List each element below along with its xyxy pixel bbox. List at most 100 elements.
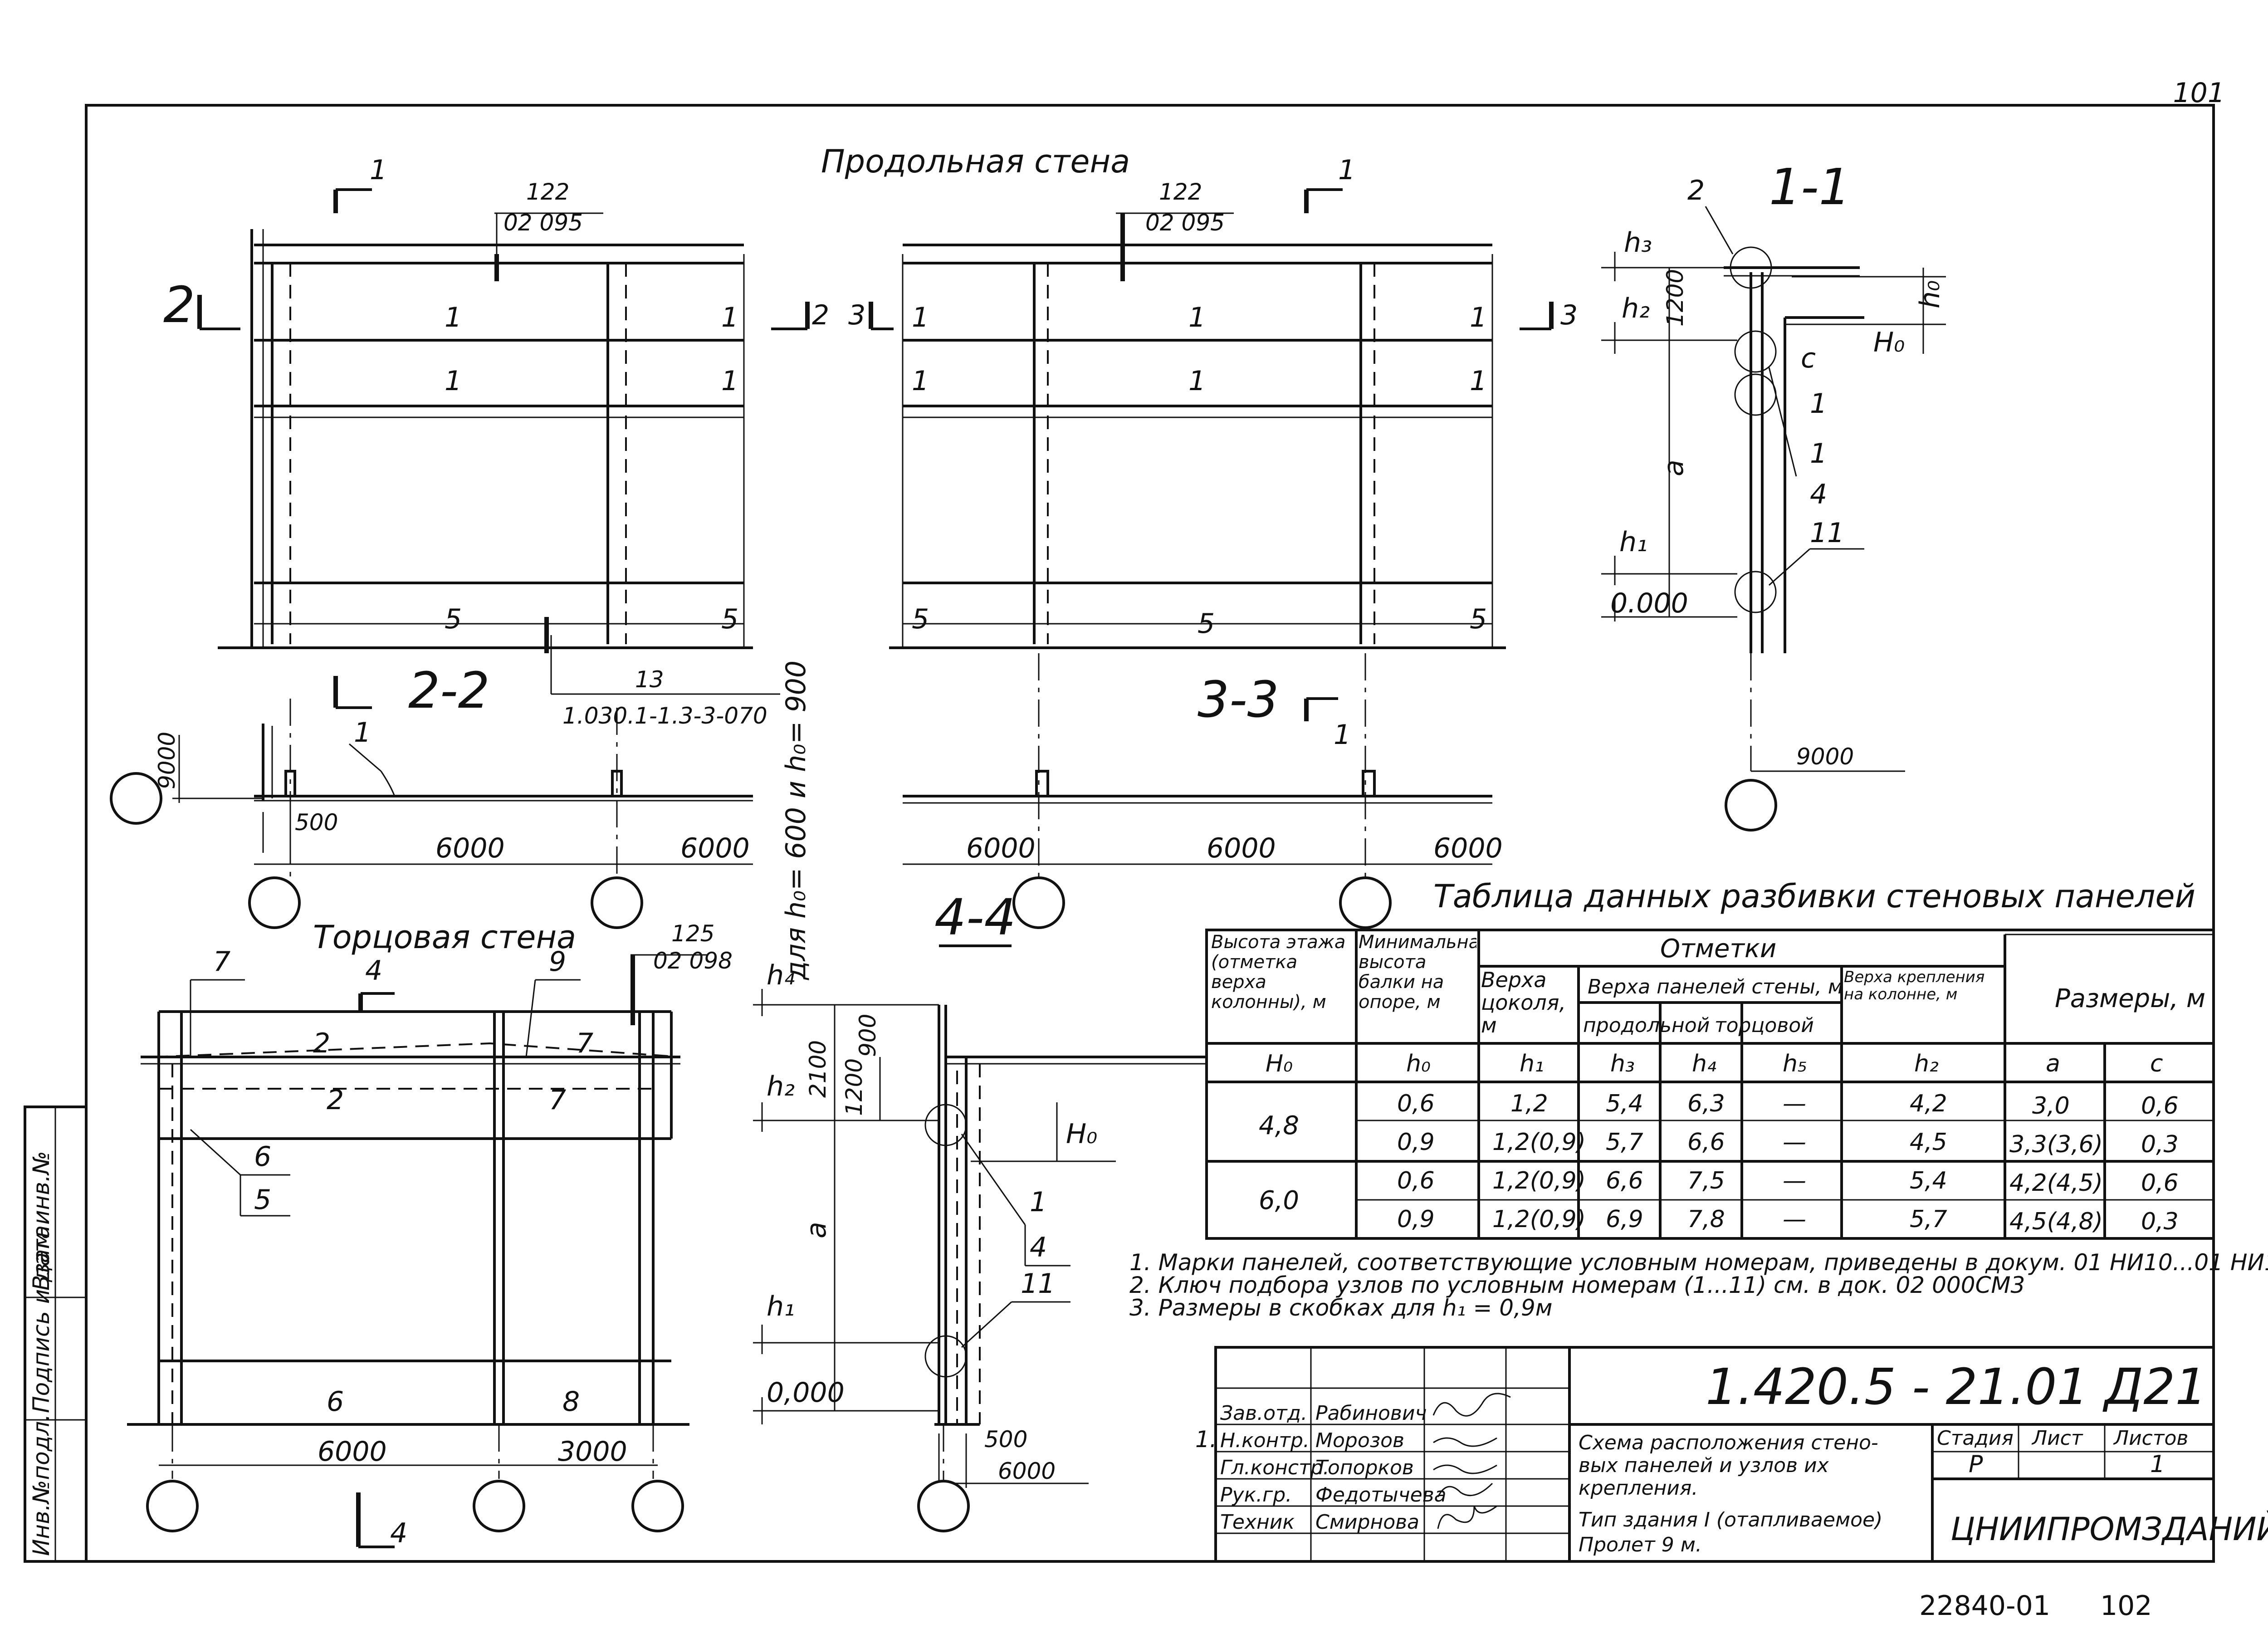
title-sheets: 1 (2150, 1451, 2165, 1478)
node-label-11-section: 11 (1810, 517, 1844, 549)
table-header-beam: Минимальная высота балки на опоре, м (1359, 932, 1476, 1013)
signature-1 (1432, 1393, 1511, 1417)
node-label-4-end: 4 (1030, 1232, 1047, 1263)
grid-axis-bubble-c (1012, 876, 1065, 929)
node-label-1b: 1 (1810, 438, 1827, 470)
svg-text:Н.контр.: Н.контр. (1220, 1429, 1310, 1452)
end-wall: Торцовая стена 4 7 9 125 02 098 2 7 2 7 … (127, 919, 733, 1549)
dim-c-section: c (1801, 342, 1816, 374)
table-header-plinth: Верха цоколя, м (1481, 969, 1566, 1037)
page-corner-number: 101 (2173, 77, 2225, 109)
panel-label-1g: 1 (1470, 302, 1487, 333)
svg-text:3,0: 3,0 (2032, 1092, 2070, 1120)
side-stamp-sign: Подпись и дата (28, 1225, 54, 1413)
dim-6000-d: 6000 (1207, 832, 1276, 864)
table-sub-h5: h₅ (1783, 1050, 1807, 1077)
svg-text:Гл.констр.: Гл.констр. (1220, 1456, 1330, 1479)
ref-02095-right: 02 095 (1145, 210, 1225, 236)
panel-data-table: Таблица данных разбивки стеновых панелей… (1205, 878, 2215, 1240)
dim-9000-section: 9000 (1796, 744, 1854, 770)
title-margin-mark: 1. (1195, 1426, 1217, 1453)
grid-axis-bubble-d (1339, 876, 1392, 929)
ref-6: 6 (254, 1141, 271, 1173)
section-1-1-label: 1-1 (1769, 158, 1851, 216)
cut-mark-3-left: 3 (848, 299, 865, 331)
title-desc-1: Схема расположения стено- (1579, 1431, 1878, 1454)
table-header-panels-top: Верха панелей стены, м (1588, 975, 1843, 998)
cut-mark-4-top: 4 (365, 955, 382, 987)
svg-text:4,2(4,5): 4,2(4,5) (2009, 1169, 2103, 1197)
svg-text:4,2: 4,2 (1910, 1090, 1947, 1117)
svg-text:Рабинович: Рабинович (1315, 1402, 1427, 1425)
sheet-frame (85, 104, 2215, 1563)
table-row: 0,9 1,2(0,9) 6,9 7,8 — 5,7 4,5(4,8) 0,3 (1397, 1206, 2179, 1235)
grid-axis-bubble-h (631, 1480, 684, 1532)
signature-4 (1437, 1482, 1493, 1497)
svg-text:6,6: 6,6 (1606, 1167, 1643, 1194)
node-circle-1b (1734, 373, 1777, 416)
title-stage-label: Стадия (1937, 1427, 2014, 1450)
svg-text:6,9: 6,9 (1606, 1206, 1643, 1233)
grid-axis-bubble-a (248, 876, 301, 929)
panel-label-5a: 5 (445, 603, 462, 635)
dim-a-end: a (801, 1222, 832, 1238)
panel-label-1d: 1 (721, 365, 738, 397)
title-designation: 1.420.5 - 21.01 Д21 (1706, 1358, 2207, 1416)
section-3-3: 3-3 1 6000 6000 6000 (903, 653, 1503, 929)
panel-label-1e: 1 (912, 302, 929, 333)
panel-label-1h: 1 (912, 365, 929, 397)
dim-6000-b: 6000 (680, 832, 750, 864)
ref-122-right: 122 (1159, 179, 1202, 205)
dim-500-left: 500 (295, 809, 338, 836)
table-sub-h2: h₂ (1914, 1050, 1939, 1077)
panel-label-5d: 5 (1198, 608, 1215, 640)
panel-label-1a: 1 (445, 302, 462, 333)
dim-9000-left: 9000 (154, 732, 180, 789)
grid-axis-bubble-f (146, 1480, 199, 1532)
level-h3: h₃ (1624, 227, 1652, 259)
cut-mark-2-section: 2 (1687, 175, 1705, 206)
dim-6000-end: 6000 (318, 1436, 387, 1468)
signature-2 (1433, 1437, 1497, 1447)
svg-text:Топорков: Топорков (1315, 1456, 1414, 1479)
dim-3000-end: 3000 (558, 1436, 627, 1468)
level-zero-end: 0,000 (767, 1377, 845, 1409)
cut-mark-2-right: 2 (812, 299, 829, 331)
ref-13: 13 (635, 666, 664, 693)
panel-label-1b: 1 (721, 302, 738, 333)
level-h1-end: h₁ (767, 1291, 795, 1322)
ref-122-left: 122 (526, 179, 569, 205)
dim-6000-a: 6000 (435, 832, 505, 864)
title-desc-2: вых панелей и узлов их (1579, 1454, 1829, 1477)
signature-3 (1433, 1464, 1497, 1474)
title-stage: Р (1969, 1451, 1983, 1478)
ref-5: 5 (254, 1184, 271, 1216)
dim-500-end: 500 (984, 1426, 1027, 1453)
section-1-1: 2 1-1 h₃ h₂ h₁ 0.000 1200 a h₀ H₀ (1601, 158, 1946, 832)
svg-text:0,6: 0,6 (2141, 1092, 2179, 1120)
svg-text:6,3: 6,3 (1687, 1090, 1725, 1117)
section-4-4: 4-4 1 4 11 h₄ h₂ h₁ 0,000 2100 (753, 888, 1207, 1532)
ref-125: 125 (671, 920, 714, 947)
cut-mark-3-right: 3 (1560, 299, 1578, 331)
staff-row: Гл.констр. Топорков (1220, 1456, 1414, 1479)
section-2-2: 2-2 1 9000 500 6000 6000 (110, 661, 753, 929)
table-sub-a: a (2046, 1050, 2060, 1077)
table-header-end: торцовой (1715, 1014, 1814, 1037)
longitudinal-wall-right: 1 122 02 095 1 1 1 1 1 1 5 5 5 3 3 (848, 154, 1578, 649)
title-block: 1. Зав.отд. Рабинович Н.контр. Морозов Г… (1195, 1346, 2268, 1563)
svg-text:Федотычева: Федотычева (1315, 1483, 1447, 1507)
title-desc-5: Пролет 9 м. (1579, 1533, 1702, 1556)
staff-row: Н.контр. Морозов (1220, 1429, 1404, 1452)
table-sub-h4: h₄ (1692, 1050, 1716, 1077)
table-header-marks: Отметки (1660, 934, 1776, 964)
table-header-floor: Высота этажа (отметка верха колонны), м (1211, 932, 1346, 1013)
table-group-60: 6,0 (1259, 1186, 1299, 1215)
side-stamp-inv: Инв.№подл. (28, 1414, 54, 1556)
svg-text:0,6: 0,6 (1397, 1090, 1435, 1117)
table-row: 0,6 1,2 5,4 6,3 — 4,2 3,0 0,6 (1397, 1090, 2179, 1120)
cut-mark-2-left: 2 (163, 276, 195, 334)
node-label-4: 4 (1810, 479, 1827, 510)
dim-6000-e: 6000 (1433, 832, 1503, 864)
